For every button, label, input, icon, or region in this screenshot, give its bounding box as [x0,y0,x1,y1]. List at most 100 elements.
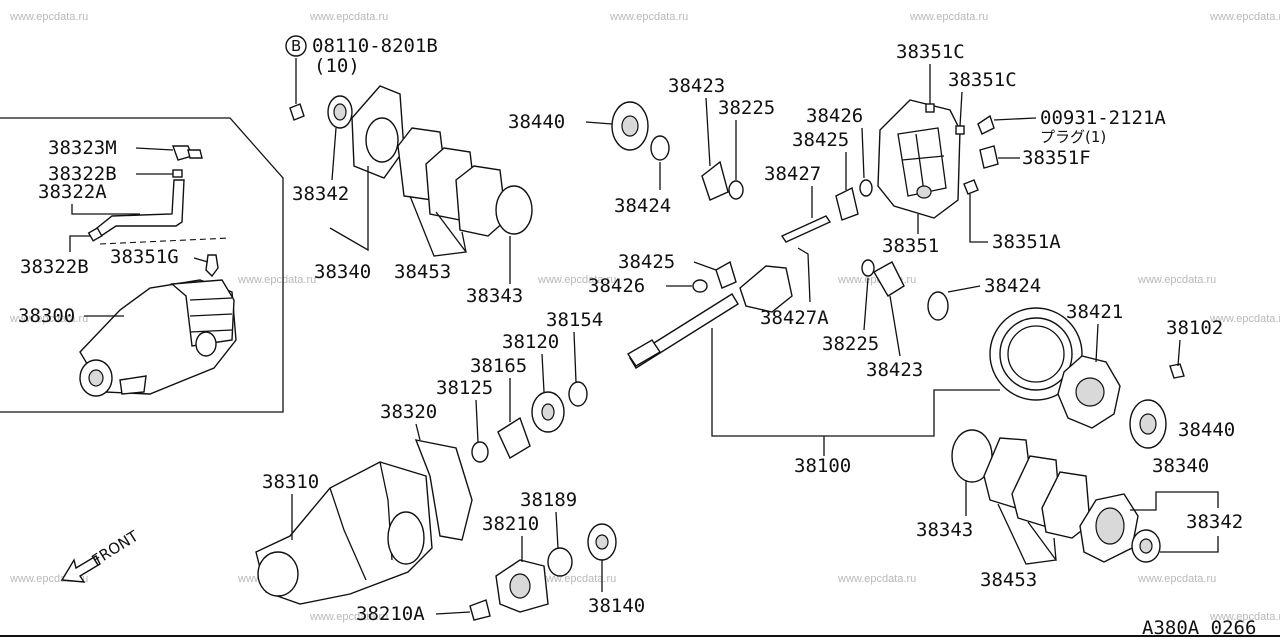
leader-38423-top [705,97,711,167]
hose-clamp-bottom [87,227,103,242]
leader-38351C-2 [959,91,963,127]
leader-38340-right [1130,491,1219,511]
gasket-38320 [414,439,473,541]
label-38423-mid: 38423 [866,359,923,381]
label-38102: 38102 [1166,317,1223,339]
bearing-38440-right-inner [1139,413,1157,435]
watermark-17: www.epcdata.ru [309,611,388,623]
label-38427A: 38427A [760,307,829,329]
bolt-icon [289,103,305,121]
leader-38423-mid [889,295,901,357]
pinion-mate-38425-mid [715,260,737,289]
label-38300: 38300 [18,305,75,327]
housing-front-bore [257,551,299,597]
label-38424-right: 38424 [984,275,1041,297]
label-38426-mid: 38426 [588,275,645,297]
leader-38210A [435,611,471,615]
ring-gear-group [989,307,1185,449]
leader-38340-left [329,166,369,252]
label-38351: 38351 [882,235,939,257]
leader-38453-left [409,195,468,257]
breather-connector [205,254,219,278]
bolt-symbol-circle [285,35,307,57]
washer-38225-mid [861,259,875,277]
leader-38189 [555,511,559,549]
pinion-shaft-38427 [780,215,832,243]
watermark-1: www.epcdata.ru [9,11,88,23]
right-cover-group [951,429,1161,563]
dash-line [99,237,231,245]
thrust-washer-38426-top [859,179,873,197]
label-38342-right: 38342 [1186,511,1243,533]
label-38322B-bottom: 38322B [20,256,89,278]
leader-38342-right [1160,536,1219,553]
drain-plug-38351A [963,179,979,195]
hose-clamp-top [172,169,183,178]
label-38351A: 38351A [992,231,1061,253]
label-38351C-2: 38351C [948,69,1017,91]
pinion-mate-38425-top [835,186,859,221]
side-retainer-right-bore [1095,507,1125,545]
leader-38225-mid [863,277,869,331]
front-label: FRONT [89,527,143,570]
leader-38323M [135,147,174,151]
leader-plug [993,117,1037,121]
label-38343-right: 38343 [916,519,973,541]
leader-38322B-bottom [69,235,90,252]
bearing-38440-top-inner [621,115,639,137]
leader-38100 [711,328,1000,456]
breather-fitting [187,149,203,159]
label-38225-mid: 38225 [822,333,879,355]
watermark-9: www.epcdata.ru [1137,274,1216,286]
leader-38125 [475,399,479,443]
carrier-housing-group [255,381,617,621]
leader-38351A [969,194,988,243]
drive-pinion-group [627,247,949,369]
pinion-mate-group [780,179,873,243]
label-38421: 38421 [1066,301,1123,323]
watermark-14: www.epcdata.ru [537,573,616,585]
watermark-7: www.epcdata.ru [537,274,616,286]
label-38424-top: 38424 [614,195,671,217]
watermark-2: www.epcdata.ru [309,11,388,23]
watermark-18: www.epcdata.ru [1209,611,1280,623]
stud-38351C-2 [955,125,965,135]
lock-pin-38427A [797,247,811,303]
label-38225-top: 38225 [718,97,775,119]
label-38340-right: 38340 [1152,455,1209,477]
label-38320: 38320 [380,401,437,423]
watermark-6: www.epcdata.ru [237,274,316,286]
side-gear-38423-top [701,160,729,201]
label-38322B-top: 38322B [48,163,117,185]
thrust-washer-38426-mid [692,279,708,293]
watermark-15: www.epcdata.ru [837,573,916,585]
label-38154: 38154 [546,309,603,331]
label-plug-note: プラグ(1) [1040,128,1106,146]
watermark-4: www.epcdata.ru [909,11,988,23]
plug-00931 [977,114,995,135]
watermark-11: www.epcdata.ru [1209,313,1280,325]
thrust-washer-38424-top [650,135,670,161]
label-38425-mid: 38425 [618,251,675,273]
label-plug-part: 00931-2121A [1040,107,1166,129]
label-38351G: 38351G [110,246,179,268]
label-38189: 38189 [520,489,577,511]
top-bearing-group [611,101,744,201]
leader-38425-mid [693,261,717,271]
inset-assembly [0,117,284,413]
side-gear-38423-mid [873,261,905,297]
label-38440-top: 38440 [508,111,565,133]
filler-plug-38351F [979,145,999,169]
front-direction: FRONT [60,527,143,583]
washer-38225-top [728,180,744,200]
label-38310: 38310 [262,471,319,493]
label-38351F: 38351F [1022,147,1091,169]
label-38426-top: 38426 [806,105,863,127]
assembly-side-flange [195,331,217,357]
label-38340-left: 38340 [314,261,371,283]
ring-gear-inner [999,317,1073,391]
breather-hose [90,179,185,239]
label-bolt-qty: (10) [314,55,360,77]
watermark-3: www.epcdata.ru [609,11,688,23]
nut-38210A [469,599,491,621]
